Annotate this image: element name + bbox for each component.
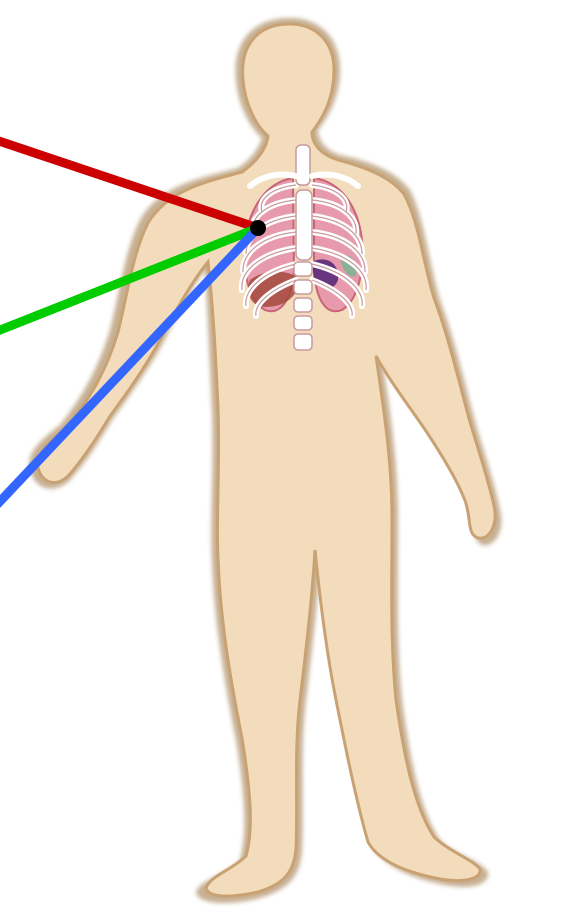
- sternum: [296, 190, 312, 260]
- body-silhouette: [29, 18, 501, 903]
- pointer-anchor-dot: [250, 220, 266, 236]
- body-skin: [38, 24, 495, 896]
